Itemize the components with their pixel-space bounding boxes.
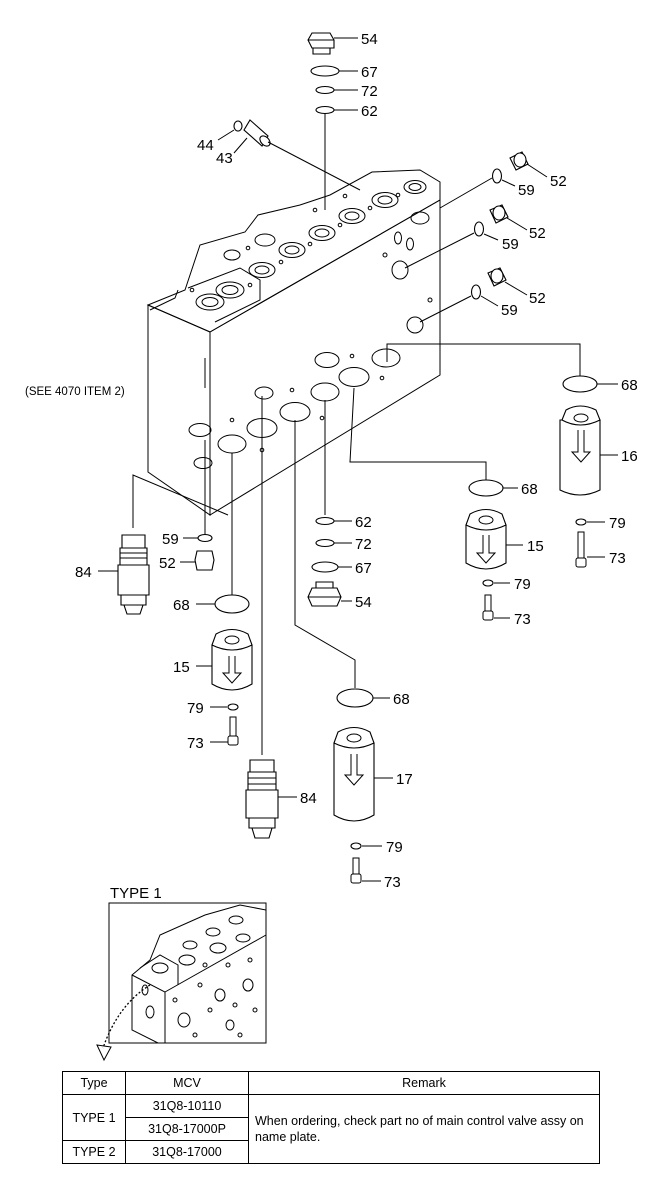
header-mcv: MCV: [125, 1071, 249, 1095]
callout-62: 62: [361, 103, 378, 120]
callout-84: 84: [75, 564, 92, 581]
callout-59: 59: [502, 236, 519, 253]
table-header-row: Type MCV Remark: [62, 1071, 600, 1095]
callout-68: 68: [173, 597, 190, 614]
remark-cell: When ordering, check part no of main con…: [248, 1094, 600, 1164]
type-cell: TYPE 1: [62, 1094, 126, 1141]
callout-44: 44: [197, 137, 214, 154]
relief-valve-84-left: [98, 474, 229, 615]
type-table: Type MCV Remark TYPE 1 31Q8-10110 When o…: [62, 1071, 600, 1164]
header-remark: Remark: [248, 1071, 600, 1095]
table-row: TYPE 2 31Q8-17000: [62, 1140, 600, 1164]
callout-73: 73: [187, 735, 204, 752]
callout-15: 15: [527, 538, 544, 555]
valve-16-assembly: [386, 343, 618, 568]
callout-15: 15: [173, 659, 190, 676]
mcv-cell: 31Q8-17000P: [125, 1117, 249, 1141]
callout-62: 62: [355, 514, 372, 531]
callout-52: 52: [159, 555, 176, 572]
callout-52: 52: [529, 225, 546, 242]
callout-72: 72: [361, 83, 378, 100]
plug-43-44: [217, 119, 361, 191]
type-cell: TYPE 2: [62, 1140, 126, 1164]
relief-valve-84-center: [245, 396, 297, 839]
callout-68: 68: [521, 481, 538, 498]
callout-79: 79: [187, 700, 204, 717]
callout-54: 54: [355, 594, 372, 611]
callout-59: 59: [518, 182, 535, 199]
mcv-cell: 31Q8-10110: [125, 1094, 249, 1118]
callout-73: 73: [609, 550, 626, 567]
valve-17-assembly: [294, 420, 393, 884]
valve-15-right-assembly: [349, 387, 523, 621]
left-plug-assembly: [180, 440, 215, 571]
right-plug-assembly: [404, 151, 548, 323]
callout-labels: 54 67 72 62 44 43 59 52 59 52 59 52 68 1…: [75, 31, 638, 891]
callout-43: 43: [216, 150, 233, 167]
callout-52: 52: [529, 290, 546, 307]
valve-15-left-assembly: [196, 453, 253, 746]
top-plug-assembly: [307, 32, 358, 210]
bottom-plug-assembly: [307, 400, 352, 607]
main-control-valve-body: [146, 169, 441, 516]
callout-73: 73: [384, 874, 401, 891]
callout-54: 54: [361, 31, 378, 48]
callout-79: 79: [514, 576, 531, 593]
callout-67: 67: [361, 64, 378, 81]
table-row: TYPE 1 31Q8-10110 When ordering, check p…: [62, 1094, 600, 1164]
callout-59: 59: [162, 531, 179, 548]
callout-59: 59: [501, 302, 518, 319]
mcv-cell: 31Q8-17000: [125, 1140, 249, 1164]
type1-inset: TYPE 1: [96, 885, 267, 1062]
callout-73: 73: [514, 611, 531, 628]
callout-79: 79: [609, 515, 626, 532]
reference-note: (SEE 4070 ITEM 2): [25, 386, 125, 398]
callout-72: 72: [355, 536, 372, 553]
inset-title: TYPE 1: [110, 885, 162, 902]
table-row: 31Q8-17000P: [63, 1117, 600, 1141]
callout-79: 79: [386, 839, 403, 856]
callout-16: 16: [621, 448, 638, 465]
callout-52: 52: [550, 173, 567, 190]
callout-68: 68: [393, 691, 410, 708]
callout-68: 68: [621, 377, 638, 394]
callout-67: 67: [355, 560, 372, 577]
callout-17: 17: [396, 771, 413, 788]
callout-84: 84: [300, 790, 317, 807]
header-type: Type: [62, 1071, 126, 1095]
